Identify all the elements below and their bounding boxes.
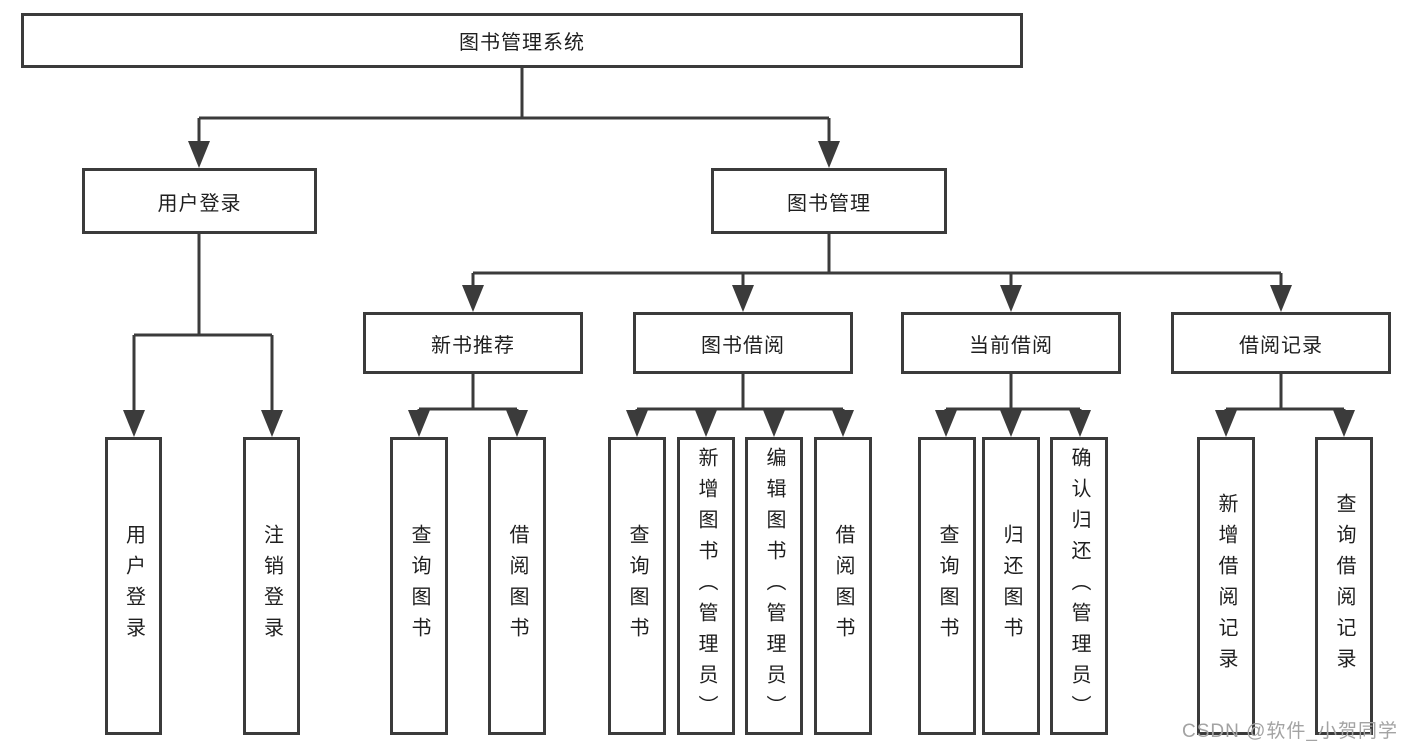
leaf-label: 借阅图书 xyxy=(506,524,528,648)
leaf-query-books-borrowing: 查询图书 xyxy=(608,437,666,735)
leaf-label: 查询图书 xyxy=(626,524,648,648)
arrowhead-icon xyxy=(818,141,840,168)
node-label: 当前借阅 xyxy=(969,334,1053,357)
leaf-label: 查询图书 xyxy=(408,524,430,648)
arrowhead-icon xyxy=(408,410,430,437)
leaf-label: 用户登录 xyxy=(122,524,145,648)
arrowhead-icon xyxy=(832,410,854,437)
arrowhead-icon xyxy=(1000,285,1022,312)
leaf-query-books-recommend: 查询图书 xyxy=(390,437,448,735)
arrowhead-icon xyxy=(1270,285,1292,312)
watermark: CSDN @软件_小贺同学 xyxy=(1182,721,1398,742)
leaf-label: 查询借阅记录 xyxy=(1333,493,1355,679)
leaf-borrow-books-recommend: 借阅图书 xyxy=(488,437,546,735)
leaf-label: 归还图书 xyxy=(1000,524,1022,648)
arrowhead-icon xyxy=(626,410,648,437)
leaf-borrow-books-borrowing: 借阅图书 xyxy=(814,437,872,735)
leaf-label: 注销登录 xyxy=(260,524,283,648)
leaf-user-login: 用户登录 xyxy=(105,437,162,735)
arrowhead-icon xyxy=(763,410,785,437)
leaf-label: 确认归还（管理员） xyxy=(1068,446,1090,726)
node-library-system: 图书管理系统 xyxy=(21,13,1023,68)
node-current-borrowing: 当前借阅 xyxy=(901,312,1121,374)
arrowhead-icon xyxy=(1333,410,1355,437)
node-user-login: 用户登录 xyxy=(82,168,317,234)
node-label: 借阅记录 xyxy=(1239,334,1323,357)
node-book-management: 图书管理 xyxy=(711,168,947,234)
leaf-label: 借阅图书 xyxy=(832,524,854,648)
leaf-logout: 注销登录 xyxy=(243,437,300,735)
leaf-query-borrow-record: 查询借阅记录 xyxy=(1315,437,1373,735)
node-label: 用户登录 xyxy=(157,192,242,215)
leaf-add-book-admin: 新增图书（管理员） xyxy=(677,437,735,735)
arrowhead-icon xyxy=(506,410,528,437)
arrowhead-icon xyxy=(261,410,283,437)
leaf-label: 新增借阅记录 xyxy=(1215,493,1237,679)
leaf-confirm-return-admin: 确认归还（管理员） xyxy=(1050,437,1108,735)
arrowhead-icon xyxy=(1000,410,1022,437)
arrowhead-icon xyxy=(1069,410,1091,437)
arrowhead-icon xyxy=(123,410,145,437)
leaf-add-borrow-record: 新增借阅记录 xyxy=(1197,437,1255,735)
arrowhead-icon xyxy=(462,285,484,312)
arrowhead-icon xyxy=(1215,410,1237,437)
arrowhead-icon xyxy=(732,285,754,312)
node-label: 图书管理系统 xyxy=(459,32,585,54)
leaf-label: 新增图书（管理员） xyxy=(695,446,717,726)
leaf-edit-book-admin: 编辑图书（管理员） xyxy=(745,437,803,735)
leaf-label: 编辑图书（管理员） xyxy=(763,446,785,726)
node-new-book-recommend: 新书推荐 xyxy=(363,312,583,374)
node-label: 新书推荐 xyxy=(431,334,515,357)
arrowhead-icon xyxy=(188,141,210,168)
arrowhead-icon xyxy=(695,410,717,437)
leaf-label: 查询图书 xyxy=(936,524,958,648)
node-label: 图书管理 xyxy=(787,192,871,215)
leaf-query-books-current: 查询图书 xyxy=(918,437,976,735)
leaf-return-books: 归还图书 xyxy=(982,437,1040,735)
node-book-borrowing: 图书借阅 xyxy=(633,312,853,374)
arrowhead-icon xyxy=(935,410,957,437)
node-label: 图书借阅 xyxy=(701,334,785,357)
node-borrowing-records: 借阅记录 xyxy=(1171,312,1391,374)
